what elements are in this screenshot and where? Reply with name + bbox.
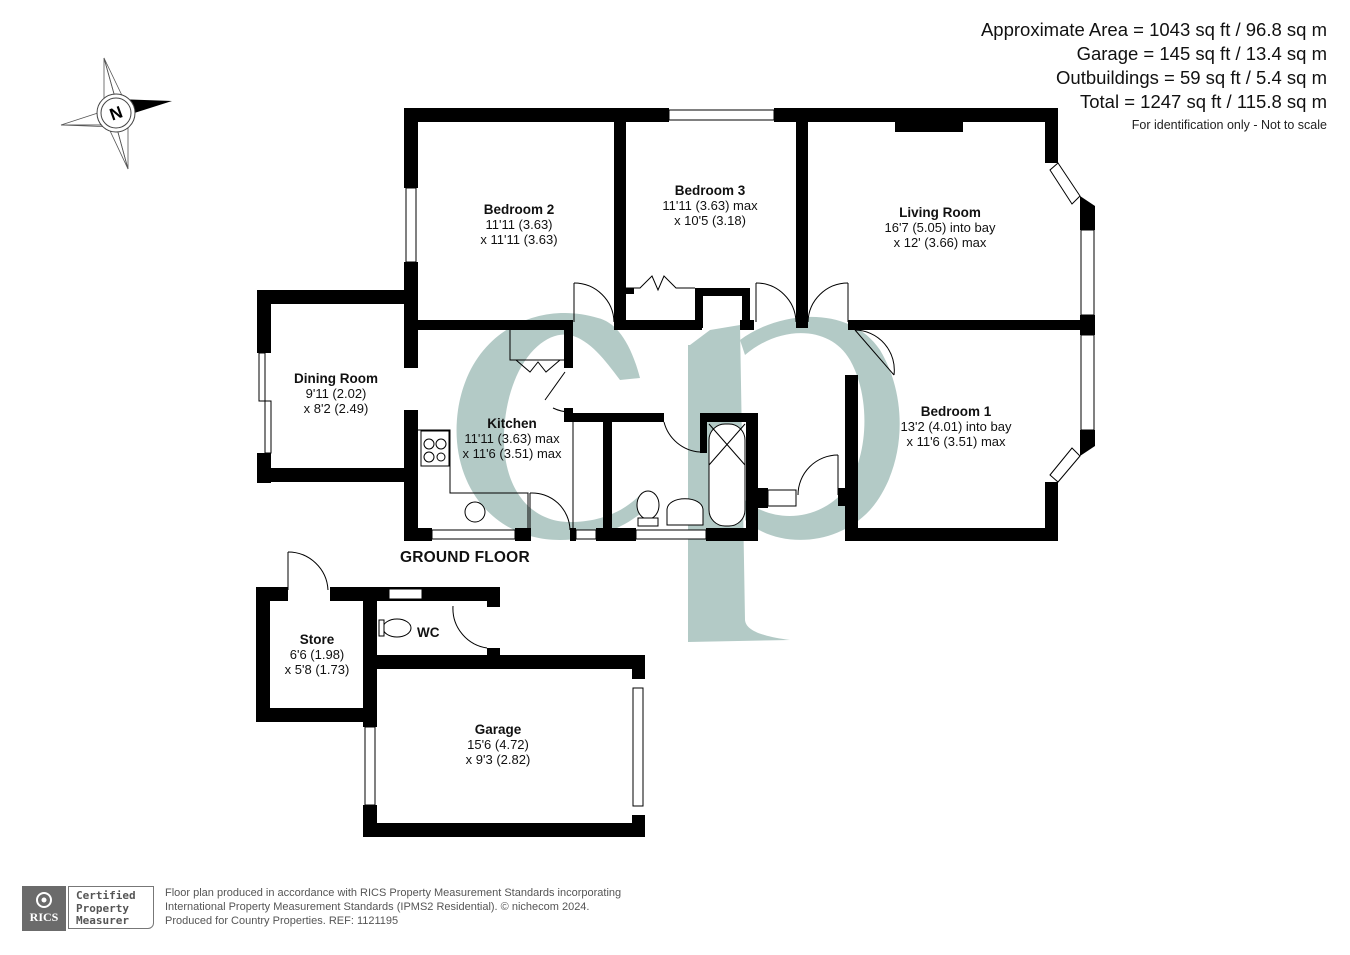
room-name: Bedroom 2 bbox=[483, 202, 555, 217]
windows bbox=[258, 109, 1095, 540]
floor-title: GROUND FLOOR bbox=[400, 549, 530, 566]
certified-property-measurer: Certified Property Measurer bbox=[68, 886, 154, 929]
footer-disclaimer: Floor plan produced in accordance with R… bbox=[165, 886, 621, 928]
room-dimension: x 11'11 (3.63) bbox=[480, 232, 558, 247]
outbuildings-area: Outbuildings = 59 sq ft / 5.4 sq m bbox=[1056, 67, 1327, 88]
approximate-area: Approximate Area = 1043 sq ft / 96.8 sq … bbox=[980, 19, 1327, 40]
room-name: Bedroom 1 bbox=[920, 404, 992, 419]
room-bedroom-3: Bedroom 3 11'11 (3.63) max x 10'5 (3.18) bbox=[662, 183, 757, 228]
scale-disclaimer: For identification only - Not to scale bbox=[1131, 118, 1327, 132]
room-dimension: 15'6 (4.72) bbox=[467, 737, 529, 752]
room-dimension: 6'6 (1.98) bbox=[289, 647, 345, 662]
badge-line: Property bbox=[76, 901, 129, 915]
house-walls bbox=[257, 108, 1095, 541]
room-dimension: 11'11 (3.63) max bbox=[464, 431, 560, 446]
outbuilding-openings bbox=[287, 551, 644, 807]
room-dimension: x 8'2 (2.49) bbox=[303, 401, 369, 416]
room-garage: Garage 15'6 (4.72) x 9'3 (2.82) bbox=[466, 722, 531, 767]
room-dimension: 13'2 (4.01) into bay bbox=[900, 419, 1012, 434]
room-name: Store bbox=[299, 632, 335, 647]
room-name: Dining Room bbox=[294, 371, 378, 386]
room-name: Living Room bbox=[899, 205, 981, 220]
room-dimension: x 12' (3.66) max bbox=[893, 235, 987, 250]
room-kitchen: Kitchen 11'11 (3.63) max x 11'6 (3.51) m… bbox=[462, 416, 561, 461]
compass-north-icon: N bbox=[60, 57, 172, 170]
footer-line: Produced for Country Properties. REF: 11… bbox=[165, 915, 399, 927]
room-name: Garage bbox=[474, 722, 522, 737]
watermark-logo bbox=[456, 312, 900, 642]
badge-line: Measurer bbox=[76, 914, 129, 927]
room-dimension: x 10'5 (3.18) bbox=[674, 213, 746, 228]
fixtures bbox=[420, 423, 746, 527]
room-dining-room: Dining Room 9'11 (2.02) x 8'2 (2.49) bbox=[294, 371, 378, 416]
room-wc: WC bbox=[417, 625, 440, 640]
room-name: Bedroom 3 bbox=[674, 183, 746, 198]
rics-logo: RICS bbox=[22, 886, 66, 931]
outbuilding-walls bbox=[256, 587, 645, 837]
footer-line: International Property Measurement Stand… bbox=[165, 901, 590, 913]
room-living-room: Living Room 16'7 (5.05) into bay x 12' (… bbox=[885, 205, 996, 250]
room-dimension: x 11'6 (3.51) max bbox=[462, 446, 562, 461]
room-name: Kitchen bbox=[487, 416, 537, 431]
lion-icon bbox=[36, 892, 52, 908]
room-dimension: 11'11 (3.63) bbox=[485, 217, 553, 232]
room-store: Store 6'6 (1.98) x 5'8 (1.73) bbox=[285, 632, 350, 677]
doors bbox=[418, 275, 895, 531]
total-area: Total = 1247 sq ft / 115.8 sq m bbox=[1080, 91, 1327, 112]
footer-line: Floor plan produced in accordance with R… bbox=[165, 887, 622, 899]
svg-text:N: N bbox=[107, 102, 125, 124]
room-dimension: 9'11 (2.02) bbox=[305, 386, 367, 401]
room-dimension: 11'11 (3.63) max bbox=[662, 198, 758, 213]
rics-text: RICS bbox=[29, 910, 59, 924]
room-bedroom-1: Bedroom 1 13'2 (4.01) into bay x 11'6 (3… bbox=[901, 404, 1012, 449]
room-dimension: 16'7 (5.05) into bay bbox=[884, 220, 996, 235]
garage-area: Garage = 145 sq ft / 13.4 sq m bbox=[1076, 43, 1327, 64]
room-dimension: x 9'3 (2.82) bbox=[465, 752, 531, 767]
badge-line: Certified bbox=[76, 889, 136, 902]
room-dimension: x 5'8 (1.73) bbox=[284, 662, 350, 677]
room-bedroom-2: Bedroom 2 11'11 (3.63) x 11'11 (3.63) bbox=[480, 202, 557, 247]
area-summary: Approximate Area = 1043 sq ft / 96.8 sq … bbox=[981, 18, 1327, 134]
rics-certified-badge: RICS Certified Property Measurer bbox=[22, 886, 156, 931]
room-dimension: x 11'6 (3.51) max bbox=[906, 434, 1006, 449]
